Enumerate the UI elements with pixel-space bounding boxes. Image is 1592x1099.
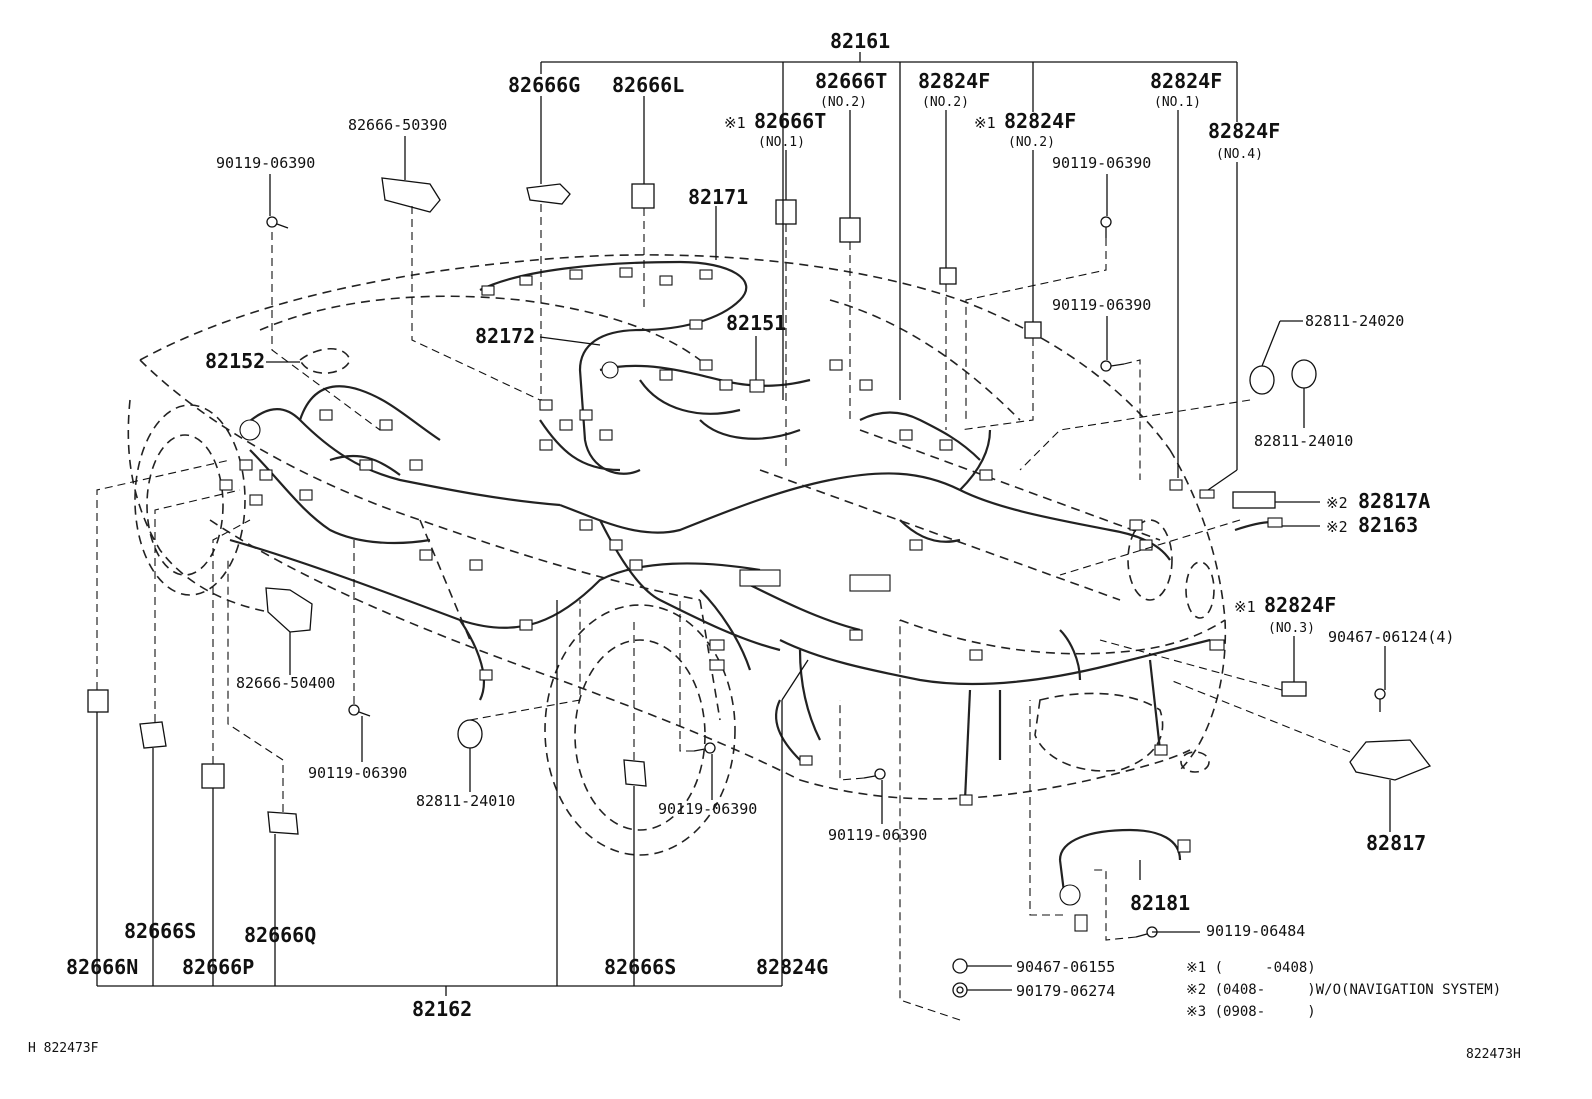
label-mark1-b: ※1 [974,114,996,132]
clip-82666P-icon [201,763,225,789]
label-82824F-e-sub: (NO.3) [1268,621,1315,636]
footnote-3: ※3 (0908- ) [1186,1004,1316,1020]
clip-82824F-no2-a-icon [939,267,957,285]
label-82811-24010-b: 82811-24010 [416,792,515,810]
label-82666L: 82666L [612,73,684,97]
bolt-90119-b-icon [1100,216,1112,238]
screw-90467-06155-icon [952,958,968,974]
label-82666S-b: 82666S [604,955,676,979]
clip-82824F-no2-b-icon [1024,321,1042,339]
label-82151: 82151 [726,311,786,335]
bolt-90119-e-icon [693,742,716,754]
label-90119-f: 90119-06390 [828,826,927,844]
grommet-82811-24010-a-icon [1291,359,1317,389]
label-82824F-b-sub: (NO.1) [1154,95,1201,110]
clip-82666S-a-icon [139,721,167,749]
clip-82824F-no3-icon [1281,681,1307,697]
label-82666P: 82666P [182,955,254,979]
figure-id-left: H 822473F [28,1041,99,1056]
bracket-82817-icon [1349,688,1432,781]
label-90179-06274: 90179-06274 [1016,982,1115,1000]
label-mark2-b: ※2 [1326,518,1348,536]
bracket-82666-50400-icon [265,587,313,633]
clip-82666T-no1-icon [775,199,797,225]
label-82824F-d: 82824F [1004,109,1076,133]
clip-82666Q-icon [267,811,299,835]
part-icons [87,177,1432,998]
label-90467-06124: 90467-06124(4) [1328,628,1454,646]
clip-82666S-b-icon [623,759,647,787]
label-82824F-c: 82824F [1208,119,1280,143]
label-82666T-no1-sub: (NO.1) [758,135,805,150]
clip-82666N-icon [87,689,109,713]
label-82824F-a: 82824F [918,69,990,93]
clip-82666G-icon [526,183,571,205]
label-82666-50400: 82666-50400 [236,674,335,692]
label-mark1-a: ※1 [724,114,746,132]
dashed-leader-lines [96,204,1351,1021]
label-82163: 82163 [1358,513,1418,537]
label-82824F-c-sub: (NO.4) [1216,147,1263,162]
leader-lines [96,52,1391,996]
label-90119-06484: 90119-06484 [1206,922,1305,940]
bolt-90119-d-icon [348,704,371,717]
label-82666T-no2-sub: (NO.2) [820,95,867,110]
label-mark1-c: ※1 [1234,598,1256,616]
label-82824G: 82824G [756,955,828,979]
label-82811-24020: 82811-24020 [1305,312,1404,330]
label-82817: 82817 [1366,831,1426,855]
bracket-82666-50390-icon [381,177,441,213]
label-82817A: 82817A [1358,489,1430,513]
label-82824F-d-sub: (NO.2) [1008,135,1055,150]
label-82666T-no2: 82666T [815,69,887,93]
nut-90179-06274-icon [952,982,968,998]
harness-connectors [219,267,1283,932]
label-82824F-e: 82824F [1264,593,1336,617]
label-82666G: 82666G [508,73,580,97]
label-82162: 82162 [412,997,472,1021]
label-90119-b: 90119-06390 [1052,154,1151,172]
clip-82666T-no2-icon [839,217,861,243]
label-90119-a: 90119-06390 [216,154,315,172]
label-82666S-a: 82666S [124,919,196,943]
grommet-82811-24010-b-icon [457,719,483,749]
footnote-1: ※1 ( -0408) [1186,960,1316,976]
label-82811-24010-a: 82811-24010 [1254,432,1353,450]
label-82181: 82181 [1130,891,1190,915]
label-90119-d: 90119-06390 [308,764,407,782]
pad-82817A-icon [1232,491,1276,509]
label-82666N: 82666N [66,955,138,979]
bolt-90119-a-icon [266,216,289,229]
footnote-2: ※2 (0408- )W/O(NAVIGATION SYSTEM) [1186,982,1501,998]
label-82666Q: 82666Q [244,923,316,947]
label-82161: 82161 [830,29,890,53]
grommet-82811-24020-icon [1249,365,1275,395]
label-82666T-no1: 82666T [754,109,826,133]
label-mark2-a: ※2 [1326,494,1348,512]
figure-id-right: 822473H [1466,1047,1521,1062]
label-82666-50390: 82666-50390 [348,116,447,134]
label-82171: 82171 [688,185,748,209]
car-body-outline [127,254,1227,856]
clip-82666L-icon [631,183,655,209]
bolt-90119-c-icon [1100,360,1125,372]
label-82172: 82172 [475,324,535,348]
label-90467-06155: 90467-06155 [1016,958,1115,976]
part-labels: 82161 82666G 82666L 82666T (NO.2) 82824F… [66,29,1454,1021]
label-90119-c: 90119-06390 [1052,296,1151,314]
label-82824F-a-sub: (NO.2) [922,95,969,110]
bolt-90119-f-icon [863,768,886,780]
label-90119-e: 90119-06390 [658,800,757,818]
label-82824F-b: 82824F [1150,69,1222,93]
footnotes: ※1 ( -0408) ※2 (0408- )W/O(NAVIGATION SY… [1186,960,1501,1020]
label-82152: 82152 [205,349,265,373]
